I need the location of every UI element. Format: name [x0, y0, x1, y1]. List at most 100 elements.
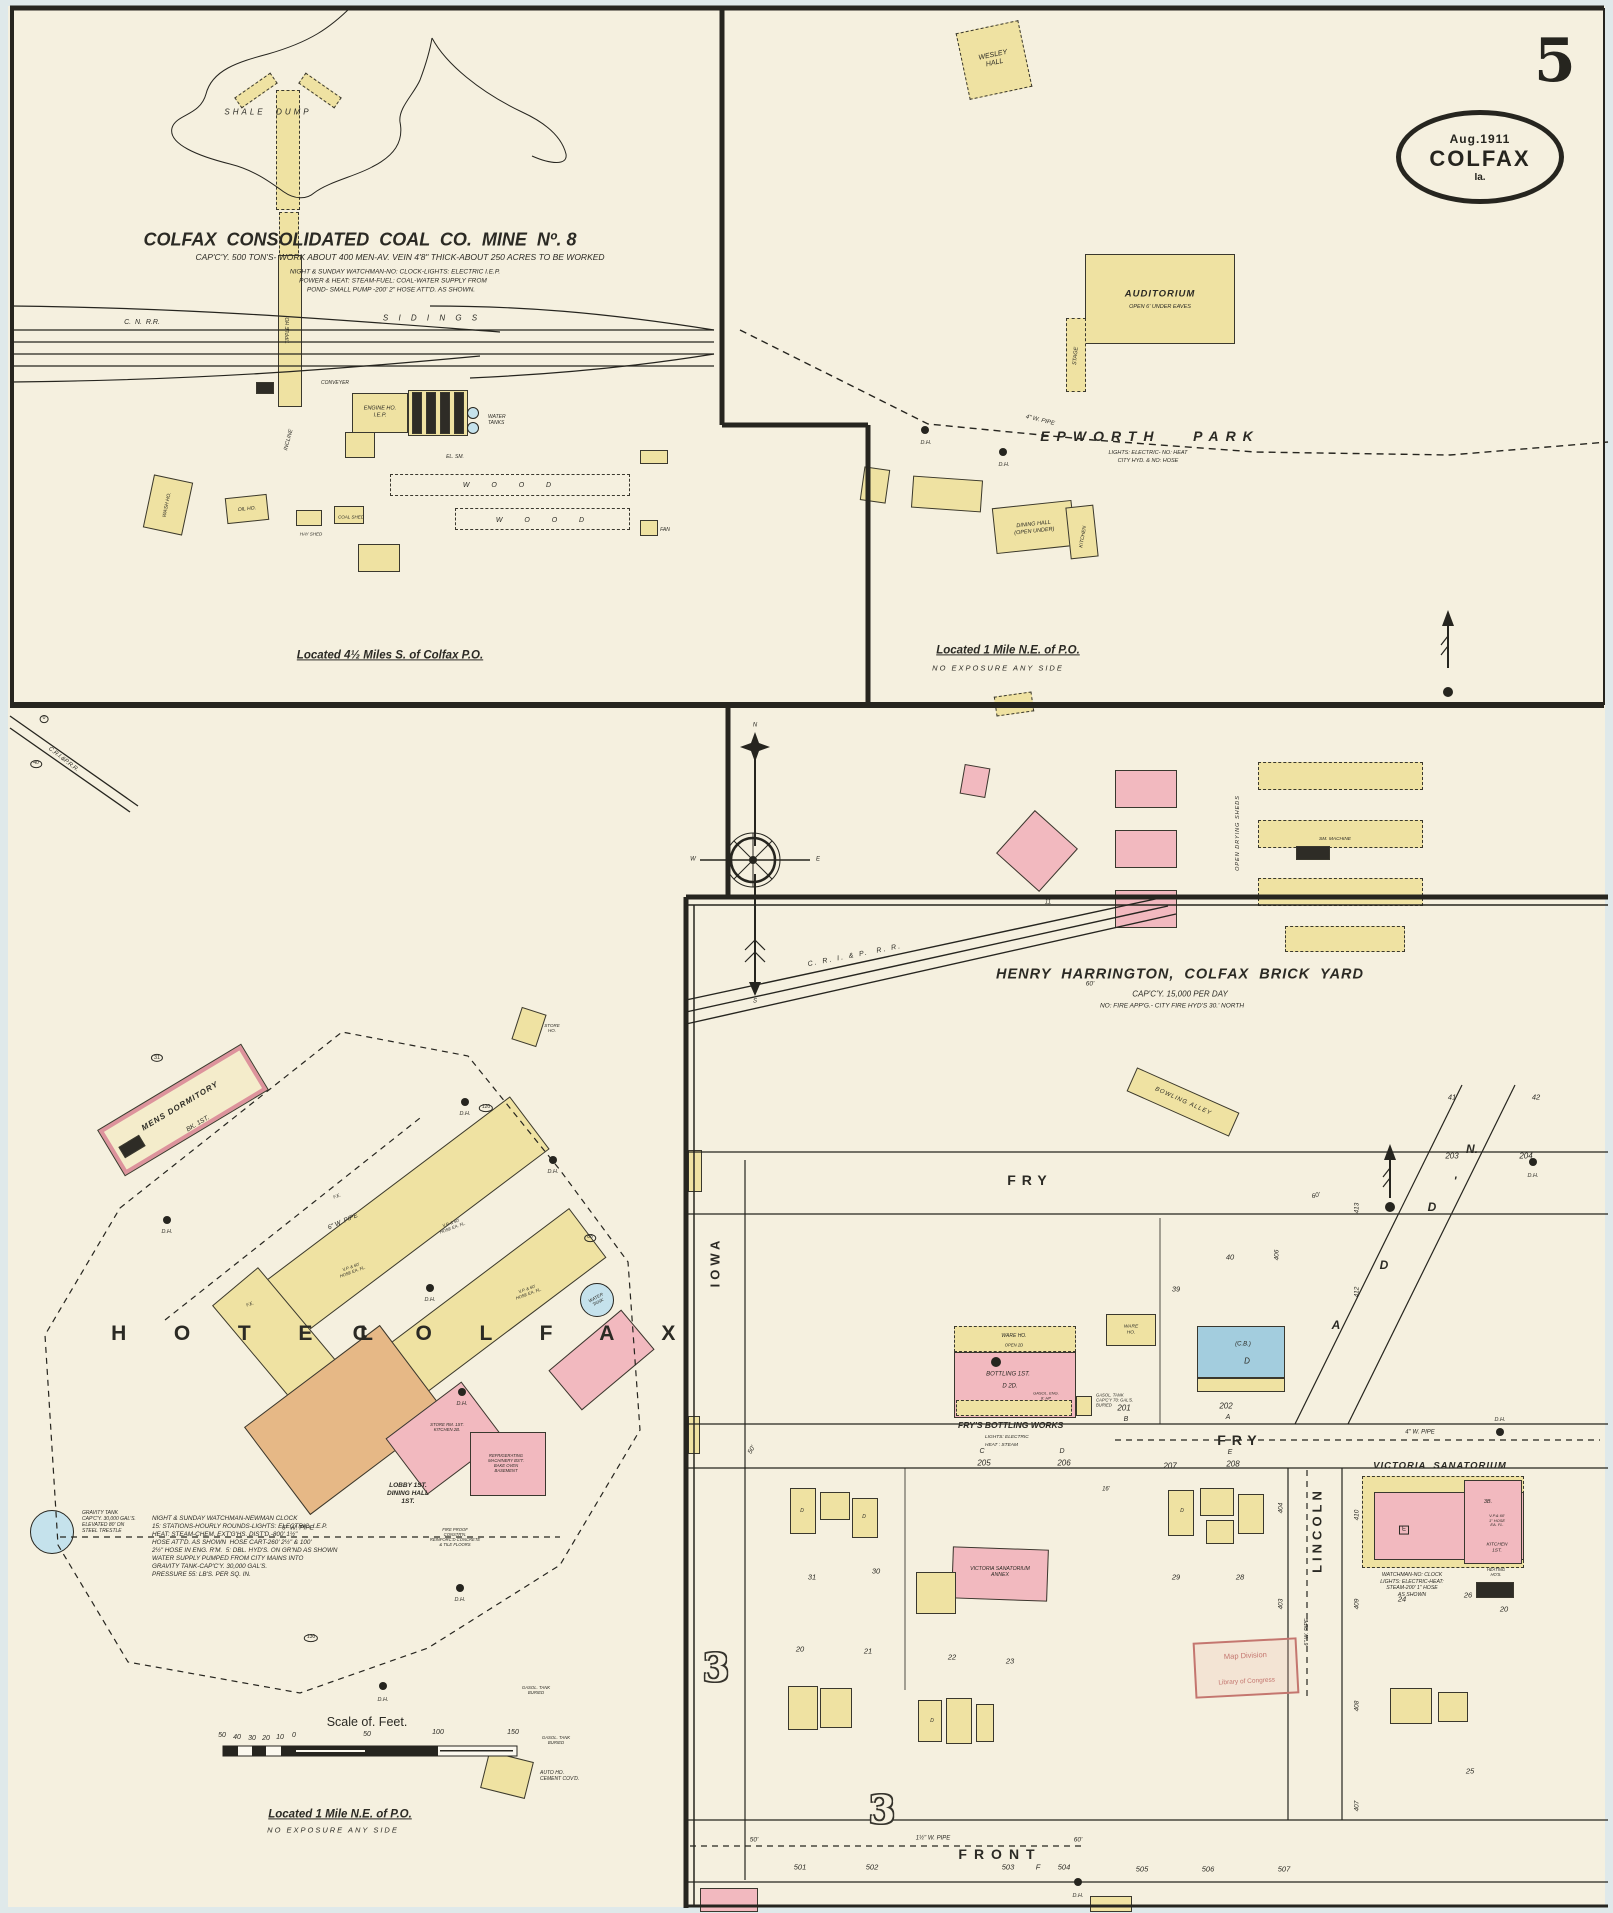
map-label: 10	[276, 1733, 284, 1741]
map-label: 41	[1447, 1092, 1457, 1102]
building	[358, 544, 400, 572]
map-label: 120	[478, 1104, 494, 1112]
hydrant-dot	[458, 1388, 466, 1396]
map-label: '	[1453, 1174, 1457, 1189]
map-label: D.H.	[547, 1168, 559, 1175]
street-fry: FRY	[1007, 1171, 1053, 1188]
map-label: WATER TANKS	[488, 414, 506, 426]
stamp-date: Aug.1911	[1449, 131, 1511, 146]
map-label: D.H.	[1072, 1892, 1084, 1899]
map-line	[1384, 1144, 1396, 1160]
map-label: 31	[150, 1053, 164, 1063]
map-label: 502	[865, 1862, 879, 1872]
building	[256, 382, 274, 394]
map-label: D.H.	[161, 1228, 173, 1235]
water-tank	[467, 407, 479, 419]
map-label: W O O D	[495, 516, 591, 524]
hydrant-dot	[549, 1156, 557, 1164]
map-label: 403	[1277, 1598, 1285, 1610]
map-label: OPEN DRYING SHEDS	[1234, 795, 1241, 871]
map-label: 410	[1353, 1509, 1361, 1521]
map-label: LIGHTS: ELECTRIC- NO: HEAT	[1108, 449, 1188, 456]
map-label: OPEN 2D	[1004, 1342, 1024, 1348]
street-front: FRONT	[958, 1845, 1042, 1862]
map-label: NO EXPOSURE ANY SIDE	[932, 663, 1064, 673]
map-label: 6" W. PIPE	[1303, 1618, 1310, 1646]
hydrant-dot	[921, 426, 929, 434]
map-label: 30	[871, 1566, 881, 1576]
sheet-number: 5	[1534, 26, 1576, 96]
map-label: D	[1379, 1258, 1389, 1273]
map-label: A	[1331, 1318, 1341, 1333]
scale-title: Scale of. Feet.	[326, 1714, 408, 1729]
building	[820, 1492, 850, 1520]
map-label: S	[752, 998, 758, 1005]
engine-house	[352, 393, 408, 433]
map-label: 504	[1057, 1862, 1071, 1872]
building	[788, 1686, 818, 1730]
map-label: 150	[507, 1728, 519, 1736]
map-line	[739, 329, 1609, 456]
stage	[1066, 318, 1086, 392]
map-line	[11, 355, 481, 383]
map-label: 0	[292, 1731, 296, 1739]
hotel-colfax-title: H O T E L	[111, 1321, 385, 1345]
map-line	[685, 913, 1177, 1025]
building	[918, 1700, 942, 1742]
map-label: 60'	[1073, 1836, 1083, 1844]
map-label: STORE HO.	[544, 1022, 560, 1033]
map-label: 205	[977, 1458, 991, 1468]
railroad-label: C. N. R.R.	[124, 318, 160, 326]
building	[790, 1488, 816, 1534]
map-label: GASOL. ENG. 8: HP	[1033, 1390, 1059, 1400]
map-label: ENGINE HO. I.E.P.	[363, 405, 397, 418]
map-line	[744, 939, 766, 963]
map-label: HEATING HO'S.	[1486, 1567, 1506, 1577]
map-label: 506	[1201, 1864, 1215, 1874]
map-label: COAL SHED	[338, 514, 364, 520]
map-line	[1442, 610, 1454, 626]
map-label: 21	[863, 1646, 873, 1656]
mine-capacity-note: CAP'C'Y. 500 TON'S- WORK ABOUT 400 MEN-A…	[195, 252, 605, 263]
map-line	[740, 732, 770, 762]
map-label: 50	[363, 1730, 371, 1738]
hotel-colfax-title: C O L F A X	[352, 1321, 688, 1345]
building	[454, 392, 464, 434]
map-label: D.H.	[377, 1696, 389, 1703]
map-label: POND- SMALL PUMP -200' 2" HOSE ATT'D. AS…	[306, 286, 476, 294]
scale-bar-segment	[252, 1746, 266, 1756]
map-label: N	[752, 722, 758, 729]
map-label: D	[1244, 1356, 1250, 1366]
building	[640, 450, 668, 464]
drying-shed	[1258, 762, 1423, 790]
building	[852, 1498, 878, 1538]
map-label: 130	[303, 1634, 319, 1642]
hydrant-dot	[1529, 1158, 1537, 1166]
hydrant-dot	[426, 1284, 434, 1292]
block-number: 3	[868, 1787, 896, 1833]
hydrant-dot	[1074, 1878, 1082, 1886]
map-label: 408	[1353, 1700, 1361, 1712]
map-label: 60'	[1085, 980, 1095, 988]
map-label: 203	[1445, 1151, 1459, 1161]
brickyard-title: HENRY HARRINGTON, COLFAX BRICK YARD	[996, 966, 1364, 983]
block-number: 3	[702, 1645, 730, 1691]
map-label: 201	[1117, 1403, 1131, 1413]
map-label: A	[1225, 1413, 1231, 1421]
drying-shed	[1258, 820, 1423, 848]
map-label: D 2D.	[1002, 1383, 1018, 1390]
map-label: REFRIGERATING MACHINERY BS'T. BAKE OVEN …	[488, 1452, 524, 1474]
map-line	[429, 305, 715, 331]
map-label: FAN	[660, 527, 670, 534]
map-label: 40	[1225, 1252, 1235, 1262]
map-label: B	[1123, 1415, 1129, 1423]
compass-rose	[749, 856, 757, 864]
map-label: 406	[1273, 1249, 1281, 1261]
map-line	[171, 5, 433, 199]
map-label: WARE HO.	[1123, 1324, 1139, 1335]
building	[700, 1888, 758, 1912]
map-label: GASOL. TANK BURIED	[521, 1684, 551, 1695]
